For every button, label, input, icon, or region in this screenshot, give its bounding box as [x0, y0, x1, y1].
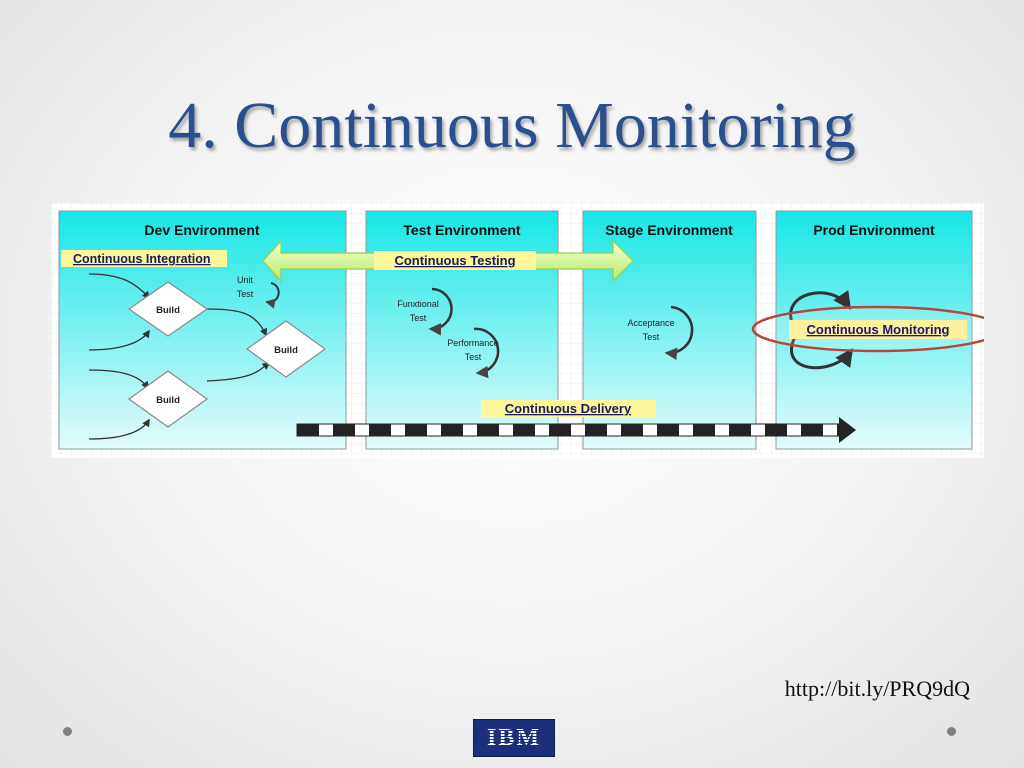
- dev-flow-arrow: [206, 362, 271, 382]
- continuous-integration-label: Continuous Integration: [73, 252, 210, 266]
- build-label: Build: [274, 345, 298, 356]
- monitoring-cycle-arrow-bottom: [790, 336, 854, 370]
- functional-test-label-line1: Funxtional: [397, 299, 439, 309]
- panel-dev: [58, 210, 347, 450]
- ibm-logo: IBM: [473, 719, 555, 757]
- header-stage-environment: Stage Environment: [605, 222, 733, 238]
- monitoring-cycle-arrow-top: [789, 290, 852, 326]
- unit-test-cycle-arrow: [265, 282, 280, 309]
- source-url[interactable]: http://bit.ly/PRQ9dQ: [784, 676, 970, 701]
- dev-flow-arrow: [206, 308, 267, 337]
- continuous-monitoring-label: Continuous Monitoring: [807, 322, 950, 337]
- unit-test-label-line1: Unit: [237, 275, 254, 285]
- performance-test-label-line2: Test: [465, 352, 482, 362]
- build-diamond: [127, 281, 209, 337]
- continuous-testing-label-bg: [374, 251, 536, 270]
- ibm-logo-text: IBM: [487, 724, 541, 751]
- devops-diagram: Dev Environment Test Environment Stage E…: [51, 203, 984, 458]
- continuous-monitoring-label-bg: [789, 320, 967, 339]
- ci-label-bg: [61, 250, 227, 267]
- continuous-testing-label: Continuous Testing: [394, 253, 515, 268]
- slide-corner-dot: [63, 727, 72, 736]
- dev-flow-arrow: [88, 418, 150, 440]
- unit-test-label-line2: Test: [237, 289, 254, 299]
- dev-flow-arrow: [88, 329, 150, 351]
- acceptance-test-label-line1: Acceptance: [627, 318, 674, 328]
- continuous-delivery-label-bg: [481, 400, 656, 417]
- header-dev-environment: Dev Environment: [144, 222, 259, 238]
- continuous-delivery-label: Continuous Delivery: [505, 401, 632, 416]
- build-label: Build: [156, 395, 180, 406]
- dev-flow-arrow: [88, 369, 149, 390]
- build-diamond: [127, 370, 209, 428]
- functional-test-cycle-arrow: [428, 287, 453, 336]
- dev-flow-arrow: [88, 273, 151, 300]
- acceptance-test-label-line2: Test: [643, 332, 660, 342]
- build-label: Build: [156, 305, 180, 316]
- acceptance-test-cycle-arrow: [664, 305, 694, 361]
- delivery-pipeline-arrowhead: [839, 417, 856, 443]
- slide-title: 4. Continuous Monitoring: [168, 89, 856, 162]
- performance-test-label-line1: Performance: [447, 338, 499, 348]
- header-prod-environment: Prod Environment: [813, 222, 935, 238]
- functional-test-label-line2: Test: [410, 313, 427, 323]
- slide-corner-dot: [947, 727, 956, 736]
- header-test-environment: Test Environment: [403, 222, 521, 238]
- build-diamond: [245, 320, 327, 378]
- performance-test-cycle-arrow: [473, 327, 500, 379]
